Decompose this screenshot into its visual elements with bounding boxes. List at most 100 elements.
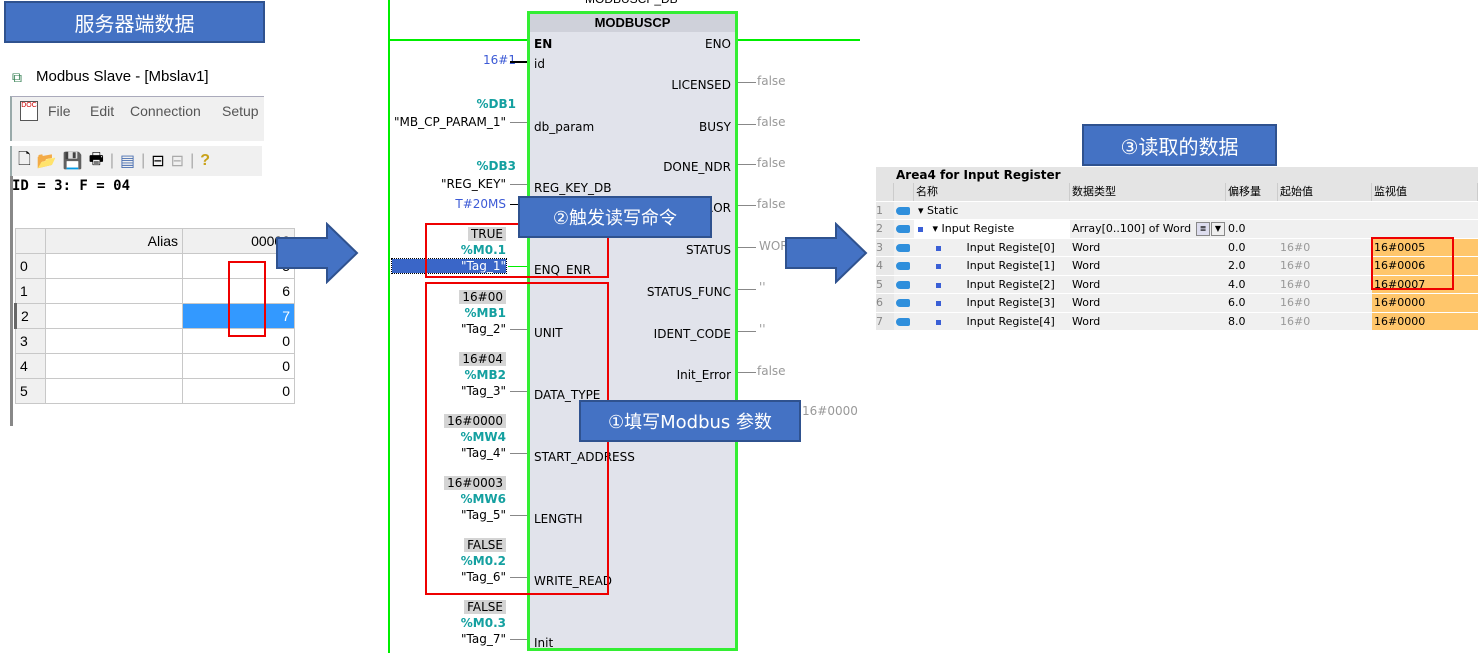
- pin-eno: ENO: [704, 37, 731, 51]
- list-icon[interactable]: ≣: [1196, 222, 1210, 236]
- header-offset[interactable]: 偏移量: [1226, 183, 1278, 201]
- header-type[interactable]: 数据类型: [1070, 183, 1226, 201]
- value-done-ndr: false: [757, 156, 786, 170]
- header-start-value[interactable]: 起始值: [1278, 183, 1372, 201]
- menu-connection[interactable]: Connection: [130, 103, 201, 119]
- row-number: 6: [876, 294, 894, 312]
- value-cell[interactable]: 6: [182, 278, 295, 304]
- modbus-slave-titlebar: ⧉ Modbus Slave - [Mbslav1]: [12, 68, 209, 85]
- slave-id-line: ID = 3: F = 04: [12, 178, 131, 194]
- pin-init-error: Init_Error: [676, 368, 731, 382]
- disconnect-icon[interactable]: ⊟: [170, 153, 185, 170]
- save-icon[interactable]: 💾: [62, 153, 83, 170]
- address-data-type: %MB2: [464, 368, 506, 382]
- expand-icon[interactable]: ▾: [918, 203, 924, 217]
- grid-row[interactable]: 3 0: [15, 328, 295, 354]
- table-row[interactable]: 7 Input Registe[4] Word 8.0 16#0 16#0000: [876, 312, 1478, 331]
- value-write-read: FALSE: [464, 538, 506, 552]
- db-table-title: Area4 for Input Register: [876, 167, 1478, 183]
- callout-server-data: 服务器端数据: [4, 1, 265, 43]
- alias-cell[interactable]: [45, 378, 183, 404]
- row-offset: 4.0: [1226, 275, 1278, 293]
- element-icon: [918, 227, 923, 232]
- pin-status: STATUS: [685, 243, 731, 257]
- arrow-right-icon: [785, 222, 868, 284]
- row-type: [1070, 201, 1226, 219]
- element-icon: [936, 301, 941, 306]
- header-name[interactable]: 名称: [914, 183, 1070, 201]
- value-cell[interactable]: 0: [182, 328, 295, 354]
- operand-reg-key[interactable]: "REG_KEY": [440, 177, 506, 191]
- table-row[interactable]: 4 Input Registe[1] Word 2.0 16#0 16#0006: [876, 257, 1478, 276]
- table-row[interactable]: 5 Input Registe[2] Word 4.0 16#0 16#0007: [876, 275, 1478, 294]
- row-offset: 0.0: [1226, 238, 1278, 256]
- table-row[interactable]: 1 ▾ Static: [876, 201, 1478, 220]
- operand-id[interactable]: 16#1: [483, 53, 516, 67]
- alias-cell[interactable]: [45, 303, 183, 329]
- operand-length[interactable]: "Tag_5": [461, 508, 506, 522]
- row-start: 16#0: [1278, 312, 1372, 330]
- highlight-box-trigger: [425, 223, 609, 278]
- grid-row[interactable]: 5 0: [15, 378, 295, 404]
- value-cell[interactable]: 0: [182, 353, 295, 379]
- alias-cell[interactable]: [45, 353, 183, 379]
- value-error: false: [757, 197, 786, 211]
- row-name: Static: [927, 203, 959, 217]
- connect-icon[interactable]: ⊟: [151, 153, 165, 170]
- alias-cell[interactable]: [45, 278, 183, 304]
- value-cell[interactable]: 0: [182, 378, 295, 404]
- dropdown-icon[interactable]: ▼: [1211, 222, 1225, 236]
- table-row[interactable]: 2 ▾ Input Registe Array[0..100] of Word …: [876, 220, 1478, 239]
- element-icon: [936, 319, 941, 325]
- value-cell-selected[interactable]: 7: [182, 303, 295, 329]
- value-status: WOR: [759, 239, 789, 253]
- grid-row[interactable]: 4 0: [15, 353, 295, 379]
- menu-setup[interactable]: Setup: [222, 103, 259, 119]
- rung-wire-en: [388, 39, 528, 41]
- row-index: 2: [14, 303, 46, 329]
- new-icon[interactable]: 🗋: [18, 150, 31, 168]
- table-row[interactable]: 6 Input Registe[3] Word 6.0 16#0 16#0000: [876, 294, 1478, 313]
- toolbar: 🗋 📂 💾 🖶 | ▤ | ⊟ ⊟ | ?: [10, 146, 262, 176]
- grid-row-selected[interactable]: 2 7: [14, 303, 295, 329]
- operand-timeout[interactable]: T#20MS: [455, 197, 506, 211]
- grid-row[interactable]: 1 6: [15, 278, 295, 304]
- row-index: 1: [15, 278, 46, 304]
- row-type: Word: [1070, 238, 1226, 256]
- wire-licensed: [738, 82, 756, 83]
- grid-header-row: Alias 00000: [15, 228, 295, 254]
- row-monitor: [1372, 201, 1478, 219]
- alias-cell[interactable]: [45, 253, 183, 279]
- operand-init[interactable]: "Tag_7": [461, 632, 506, 646]
- operand-start-address[interactable]: "Tag_4": [461, 446, 506, 460]
- expand-icon[interactable]: ▾: [932, 222, 939, 235]
- row-monitor: 16#0000: [1372, 294, 1478, 312]
- row-number: 7: [876, 312, 894, 330]
- operand-data-type[interactable]: "Tag_3": [461, 384, 506, 398]
- print-icon[interactable]: 🖶: [88, 150, 104, 168]
- callout-trigger-text: ②触发读写命令: [552, 208, 678, 229]
- alias-cell[interactable]: [45, 328, 183, 354]
- pin-id: id: [534, 57, 545, 71]
- header-monitor-value[interactable]: 监视值: [1372, 183, 1478, 201]
- table-row[interactable]: 3 Input Registe[0] Word 0.0 16#0 16#0005: [876, 238, 1478, 257]
- operand-db-param[interactable]: "MB_CP_PARAM_1": [394, 115, 506, 129]
- element-icon: [936, 264, 941, 269]
- address-reg-key: %DB3: [476, 159, 516, 173]
- help-icon[interactable]: ?: [200, 152, 211, 169]
- power-rail-left: [388, 0, 390, 653]
- pin-unit: UNIT: [534, 326, 563, 340]
- callout-fill-params: ①填写Modbus 参数: [579, 400, 801, 442]
- modbuscp-block[interactable]: MODBUSCP EN id db_param REG_KEY_DB ENQ_E…: [527, 11, 738, 651]
- row-monitor: 16#0005: [1372, 238, 1478, 256]
- menu-edit[interactable]: Edit: [90, 103, 115, 119]
- pin-status-func: STATUS_FUNC: [646, 285, 731, 299]
- open-icon[interactable]: 📂: [36, 153, 57, 170]
- operand-unit[interactable]: "Tag_2": [461, 322, 506, 336]
- window-icon[interactable]: ▤: [119, 153, 136, 170]
- menu-file[interactable]: File: [48, 103, 71, 119]
- operand-enq-enr-selected[interactable]: "Tag_1": [391, 258, 507, 274]
- pin-write-read: WRITE_READ: [534, 574, 613, 588]
- operand-write-read[interactable]: "Tag_6": [461, 570, 506, 584]
- row-index: 3: [15, 328, 46, 354]
